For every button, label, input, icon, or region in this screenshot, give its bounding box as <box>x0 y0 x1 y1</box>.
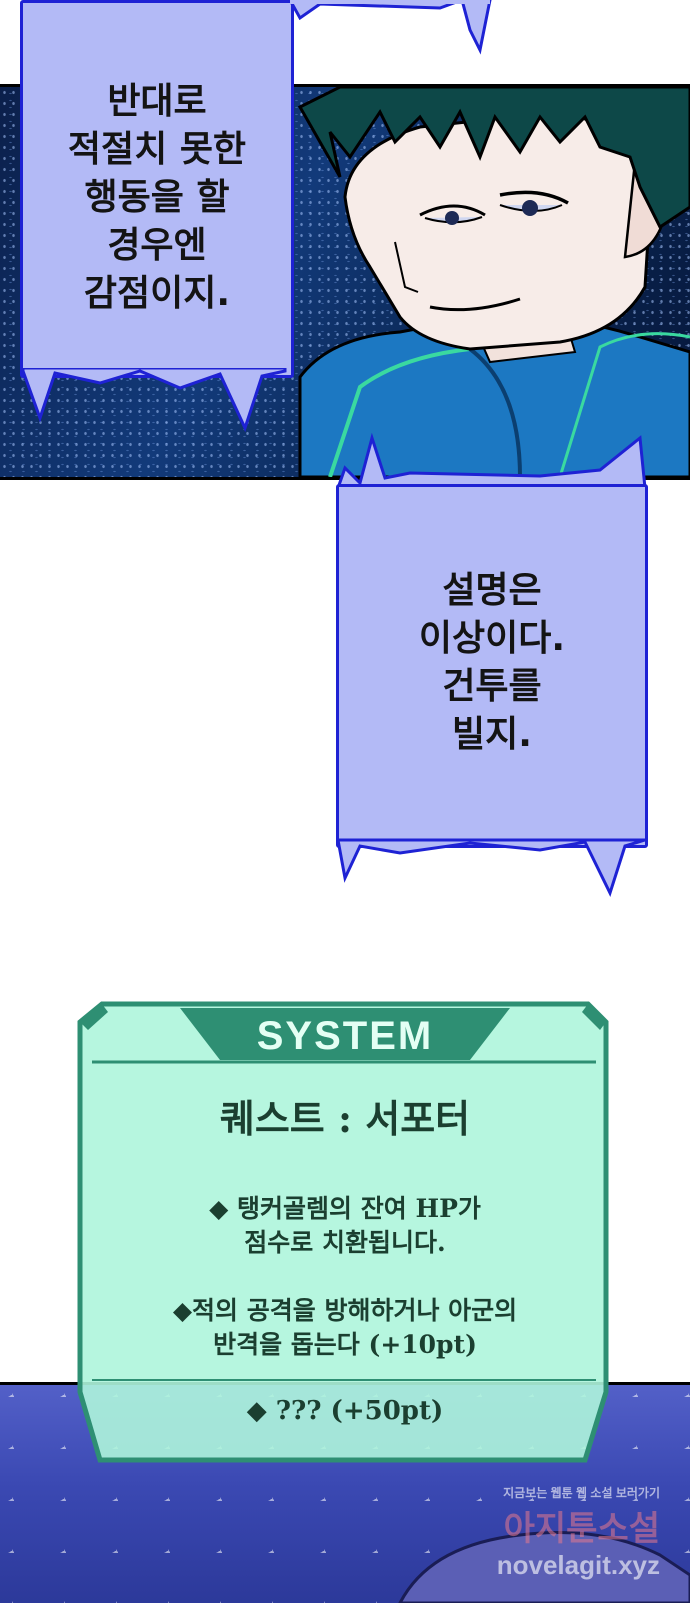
speech-bubble-text: 반대로 적절치 못한 행동을 할 경우엔 감점이지. <box>23 78 291 318</box>
quest-item-1: ◆ 탱커골렘의 잔여 HP가 점수로 치환됩니다. <box>0 1192 690 1260</box>
quest-item-line: ◆ 탱커골렘의 잔여 HP가 <box>209 1194 481 1223</box>
speech-bubble-middle-right: 설명은 이상이다. 건투를 빌지. <box>336 484 648 848</box>
watermark: 지금보는 웹툰 웹 소설 보러가기 아지툰소설 novelagit.xyz <box>497 1484 660 1581</box>
quest-item-2: ◆적의 공격을 방해하거나 아군의 반격을 돕는다 (+10pt) <box>0 1294 690 1362</box>
bubble-jagged-edge <box>336 838 646 898</box>
speech-line: 설명은 <box>442 570 542 611</box>
bubble-jagged-edge <box>21 368 287 433</box>
speech-line: 감점이지. <box>83 273 231 314</box>
watermark-url: novelagit.xyz <box>496 1550 660 1580</box>
system-window-frame <box>77 1001 609 1463</box>
speech-line: 이상이다. <box>418 618 566 659</box>
watermark-tagline: 지금보는 웹툰 웹 소설 보러가기 <box>503 1486 660 1500</box>
quest-item-line: 점수로 치환됩니다. <box>244 1228 446 1257</box>
quest-item-line: 반격을 돕는다 (+10pt) <box>213 1330 477 1359</box>
quest-title: 퀘스트 : 서포터 <box>219 1096 471 1141</box>
character-illustration <box>297 87 690 477</box>
system-header: SYSTEM <box>256 1014 434 1058</box>
speech-line: 반대로 <box>107 81 207 122</box>
bubble-jagged-edge <box>336 432 647 488</box>
speech-line: 건투를 <box>442 666 542 707</box>
quest-item-line: ◆적의 공격을 방해하거나 아군의 <box>172 1296 518 1325</box>
speech-line: 적절치 못한 <box>67 129 247 170</box>
bubble-jagged-edge <box>288 0 492 55</box>
watermark-brand: 아지툰소설 <box>503 1510 660 1548</box>
creature-silhouette <box>398 1531 690 1603</box>
speech-line: 경우엔 <box>107 225 207 266</box>
speech-line: 행동을 할 <box>84 177 230 218</box>
quest-bonus: ◆ ??? (+50pt) <box>246 1396 444 1426</box>
speech-bubble-text: 설명은 이상이다. 건투를 빌지. <box>339 567 645 759</box>
speech-line: 빌지. <box>452 714 532 755</box>
